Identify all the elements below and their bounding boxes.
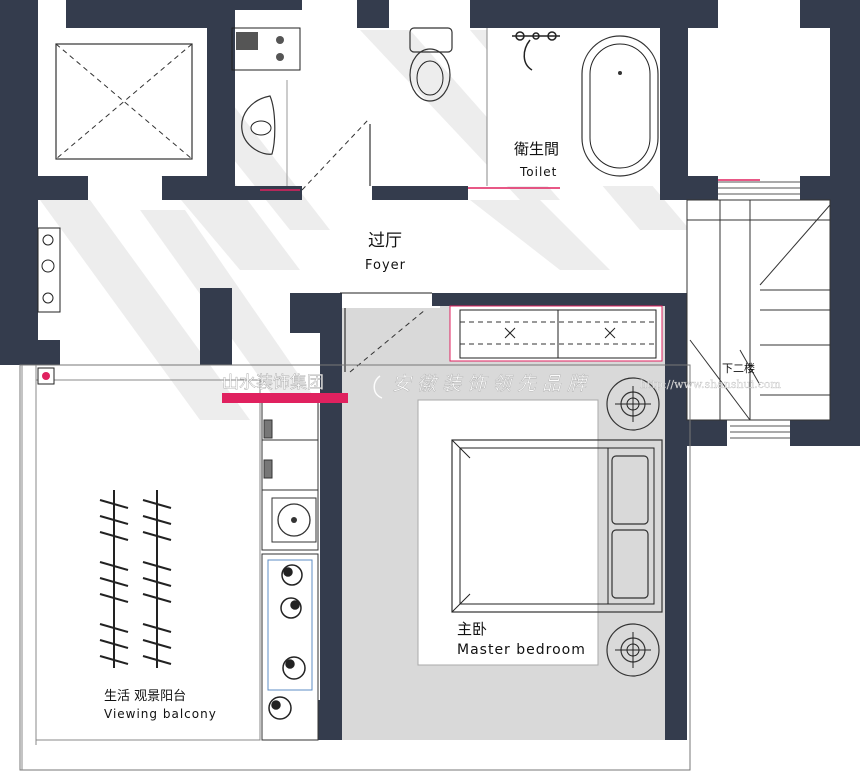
- toilet-label-zh: 衛生間: [514, 140, 559, 158]
- vanity-mirror: [236, 32, 258, 50]
- planter-box-inner: [267, 559, 313, 691]
- lamp-icon-top: [606, 377, 660, 431]
- shower-x-1: [55, 43, 193, 160]
- foyer-label-en: Foyer: [365, 258, 406, 273]
- bedroom-door-swing: [349, 309, 426, 373]
- bed-icon: [451, 439, 663, 613]
- wardrobe: [449, 305, 663, 362]
- washbasin-icon: [241, 95, 276, 155]
- drying-rack-icon-left: [99, 490, 129, 668]
- washing-machine-icon: [271, 497, 317, 543]
- drying-rack-icon-right: [142, 490, 172, 668]
- foyer-label-zh: 过厅: [368, 231, 402, 251]
- staircase: [686, 199, 831, 421]
- vanity-knob-2: [276, 53, 284, 61]
- plant-icon-3: [282, 656, 306, 680]
- bedroom-label-zh: 主卧: [457, 620, 487, 638]
- balcony-label-en: Viewing balcony: [104, 707, 217, 721]
- plant-icon-2: [280, 597, 302, 619]
- balcony-label-zh: 生活 观景阳台: [104, 689, 186, 704]
- watermark-swoosh-icon: [373, 375, 383, 399]
- stair-lines-top: [718, 181, 800, 439]
- cabinet-knob-2: [41, 259, 55, 273]
- bathtub-icon: [581, 35, 659, 177]
- watermark-url: http://www.shanshui.com: [640, 378, 782, 391]
- foyer-cabinet: [37, 227, 61, 313]
- vanity-knob-1: [276, 36, 284, 44]
- toilet-room-interior: [487, 28, 660, 186]
- shower-tray: [55, 43, 193, 160]
- cabinet-knob-3: [42, 292, 54, 304]
- watermark-slogan-band: [222, 393, 348, 403]
- toilet-icon: [409, 27, 453, 102]
- watermark: 山水装饰集团 安徽装饰领先品牌 http://www.shanshui.com: [222, 373, 782, 403]
- toilet-label-en: Toilet: [519, 165, 557, 179]
- bedroom-label-en: Master bedroom: [457, 642, 586, 658]
- lamp-icon-bottom: [606, 623, 660, 677]
- cabinet-knob-1: [42, 234, 54, 246]
- shower-x-2: [55, 43, 193, 160]
- bed-rug: [417, 399, 599, 666]
- balcony-rail-left: [21, 365, 37, 770]
- stairs-label-zh: 下二楼: [722, 361, 755, 375]
- vanity-counter: [231, 27, 301, 71]
- balcony-outline: [19, 364, 691, 771]
- plant-icon-1: [281, 564, 303, 586]
- watermark-slogan: 安徽装饰领先品牌: [392, 373, 592, 395]
- plant-icon-4: [268, 696, 292, 720]
- washbasin-bowl-icon: [250, 120, 272, 136]
- bath-door-swing: [301, 119, 369, 191]
- balcony-inner-outline: [35, 379, 261, 741]
- balcony-marker-dot: [42, 372, 50, 380]
- watermark-company: 山水装饰集团: [222, 373, 324, 393]
- faucet-icon: [512, 31, 560, 71]
